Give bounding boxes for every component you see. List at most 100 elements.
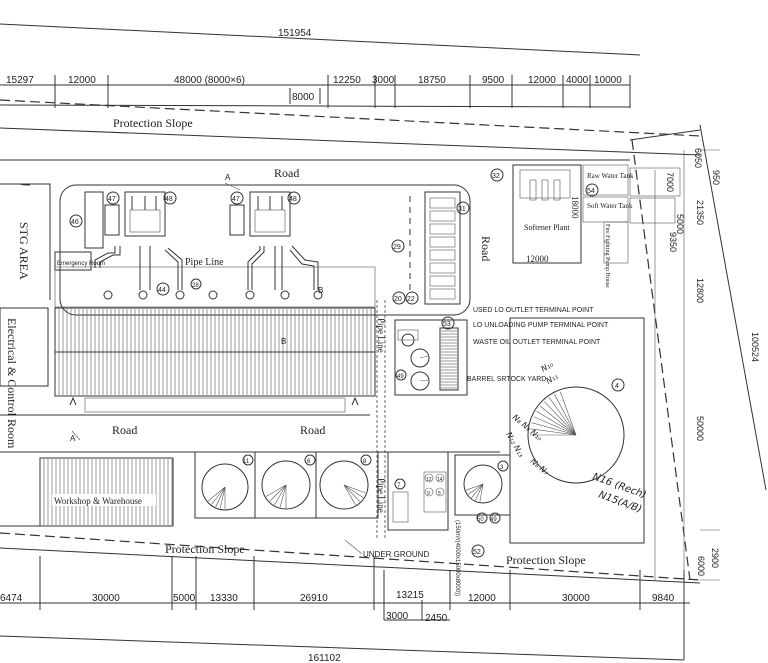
tag-22: 22	[407, 296, 415, 303]
hand-n11: N₁₁	[545, 372, 560, 386]
dim-bottom-7: 12000	[468, 593, 496, 604]
label-road-right: Road	[479, 236, 493, 261]
tank-3-area: (150m³/(4000x15000x8000))	[454, 454, 511, 596]
dim-top-9: 4000	[566, 75, 589, 86]
label-used-lo: USED LO OUTLET TERMINAL POINT	[473, 307, 594, 314]
hand-n12-n13: N₁₂ N₁₃	[504, 431, 525, 459]
tank-ray	[475, 483, 484, 501]
dim-top-8: 12000	[528, 75, 556, 86]
dim-right-5: 5000	[675, 214, 685, 234]
tag-6: 6	[307, 459, 311, 465]
big-tank-ray	[544, 401, 577, 436]
dim-top-10: 10000	[594, 75, 622, 86]
tank-ray	[265, 484, 287, 497]
dim-bottom-3: 5000	[173, 593, 196, 604]
tag-5: 5	[438, 491, 441, 497]
rack-cell	[429, 262, 456, 274]
tank-ray	[343, 484, 361, 502]
tag-14: 14	[437, 477, 443, 483]
tag-4: 4	[615, 383, 619, 390]
dim-right-1: 6050	[693, 148, 703, 168]
dim-bottom-1: 6474	[0, 593, 23, 604]
tank-ray	[215, 486, 226, 508]
tank-ray	[274, 484, 287, 506]
dim-top-5: 3000	[372, 75, 395, 86]
large-tank-area	[509, 317, 645, 544]
tag-7: 7	[397, 483, 401, 489]
top-overall-dimension: 151954	[0, 23, 641, 56]
big-tank-ray	[559, 391, 577, 436]
tank-ray	[269, 484, 287, 502]
electrical-control-room: Electrical & Control Room	[0, 307, 49, 449]
tank-ray	[471, 483, 484, 498]
big-tank-ray	[530, 428, 577, 436]
big-tank-ray	[540, 405, 577, 436]
stg-hall	[54, 307, 376, 413]
dim-top-sub: 8000	[292, 92, 315, 103]
label-barrel-yard: BARREL SRTOCK YARD	[467, 376, 546, 383]
transformer-group-left	[84, 191, 166, 249]
dim-top-2: 12000	[68, 75, 96, 86]
tag-46: 46	[71, 219, 79, 226]
pipe-line-vertical: Pipe Line Pipe Line	[376, 300, 386, 540]
lube-oil-area: USED LO OUTLET TERMINAL POINT LO UNLOADI…	[394, 307, 609, 396]
dim-right-7: 12800	[695, 278, 705, 303]
misc-markers	[69, 179, 561, 406]
dim-bottom-8: 30000	[562, 593, 590, 604]
section-a-bottom: A	[70, 434, 76, 443]
dim-top-7: 9500	[482, 75, 505, 86]
label-road-bottom-left: Road	[112, 423, 137, 437]
tank-ray	[219, 486, 226, 509]
big-tank-ray	[549, 397, 577, 436]
tag-49b: 49	[490, 517, 497, 523]
tank-ray	[343, 484, 356, 506]
tank-ray	[343, 484, 366, 494]
label-protection-slope-bottom-left: Protection Slope	[165, 542, 245, 556]
pipe-line-area: Pipe Line	[54, 245, 376, 308]
big-tank-ray	[536, 410, 577, 436]
dim-bottom-5: 26910	[300, 593, 328, 604]
dim-top-1: 15297	[6, 75, 34, 86]
rack-cell	[429, 249, 456, 261]
tag-47-right: 47	[232, 196, 240, 203]
tag-9: 9	[427, 491, 430, 497]
dim-top-4: 12250	[333, 75, 361, 86]
tank-ray	[279, 484, 287, 508]
dim-bottom-sub-2: 2450	[425, 613, 448, 624]
rack-cell	[429, 210, 456, 222]
tag-12: 12	[426, 477, 432, 483]
dim-right-8: 100524	[750, 332, 760, 362]
tank-ray	[479, 483, 484, 502]
lower-tank-row	[194, 451, 379, 519]
section-markers: A A B B	[70, 173, 323, 443]
rack-cell	[429, 197, 456, 209]
tank-ray	[465, 483, 484, 491]
dim-right-4: 21350	[695, 200, 705, 225]
label-protection-slope-top: Protection Slope	[113, 116, 193, 130]
site-roads: Road Road Road Road	[0, 159, 630, 453]
label-emergency-room: Emergency Room	[57, 261, 105, 267]
label-stg-area: STG AREA	[17, 222, 31, 280]
oil-storage-rack	[409, 191, 461, 305]
water-treatment-area: Softener Plant 18000 12000 Raw Water Tan…	[512, 164, 681, 288]
top-dimension-chain: 15297 12000 48000 (8000×6) 12250 3000 18…	[0, 75, 631, 108]
equipment-block-7: 12 14 9 5	[387, 451, 449, 531]
label-raw-water-tank: Raw Water Tank	[587, 172, 634, 180]
tag-47-left: 47	[108, 196, 116, 203]
label-workshop: Workshop & Warehouse	[54, 496, 142, 506]
dim-bottom-sub-1: 3000	[386, 611, 409, 622]
label-protection-slope-bottom-right: Protection Slope	[506, 553, 586, 567]
emergency-room: Emergency Room	[54, 251, 105, 271]
section-a-top: A	[225, 173, 231, 182]
bottom-dimension-chain: 6474 30000 5000 13330 26910 13215 12000 …	[0, 556, 690, 663]
transformer-group-right	[229, 191, 291, 237]
tag-50: 50	[477, 517, 484, 523]
tank-ray	[468, 483, 484, 495]
label-waste-oil: WASTE OIL OUTLET TERMINAL POINT	[473, 339, 601, 346]
tag-49: 49	[397, 374, 404, 380]
label-road-bottom-right: Road	[300, 423, 325, 437]
equipment-tags: 46 47 48 47 48 44 28 29 20 22 31 32 54 5…	[69, 168, 625, 558]
label-underground: UNDER GROUND	[363, 550, 429, 559]
label-pipe-line-vertical: Pipe Line	[376, 318, 386, 353]
tag-52: 52	[473, 549, 481, 556]
